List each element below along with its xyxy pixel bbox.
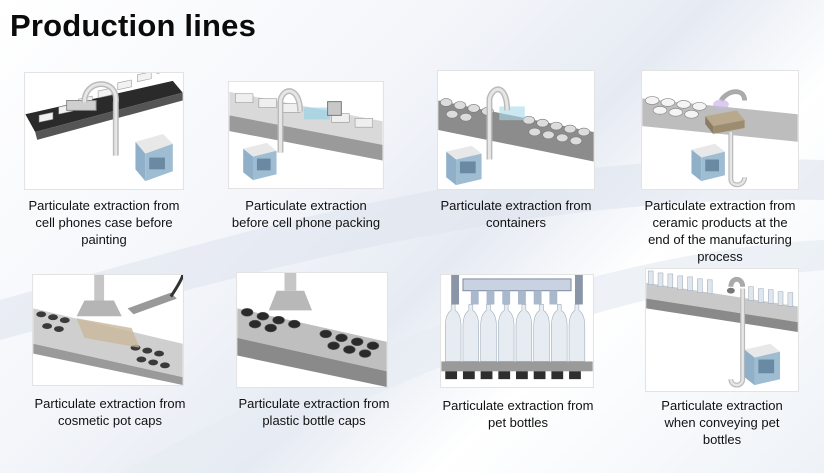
caption-cosmetic-pot-caps: Particulate extraction from cosmetic pot…: [34, 396, 186, 428]
caption-containers: Particulate extraction from containers: [440, 198, 592, 230]
thumbnail-cosmetic-pot-caps: [32, 274, 184, 386]
thumbnail-containers: [437, 70, 595, 190]
thumbnail-conveying-pet-bottles: [645, 268, 799, 392]
caption-conveying-pet-bottles: Particulate extraction when conveying pe…: [661, 398, 783, 447]
caption-plastic-bottle-caps: Particulate extraction from plastic bott…: [238, 396, 390, 428]
caption-pet-bottles: Particulate extraction from pet bottles: [442, 398, 594, 430]
caption-cell-phones-case: Particulate extraction from cell phones …: [28, 198, 180, 247]
thumbnail-pet-bottles: [440, 274, 594, 388]
page-title: Production lines: [10, 8, 257, 43]
caption-cell-phone-packing: Particulate extraction before cell phone…: [231, 198, 381, 230]
thumbnail-cell-phones-case: [24, 72, 184, 190]
thumbnail-cell-phone-packing: [228, 81, 384, 189]
thumbnail-ceramic-products: [641, 70, 799, 190]
caption-ceramic-products: Particulate extraction from ceramic prod…: [644, 198, 796, 264]
thumbnail-plastic-bottle-caps: [236, 272, 388, 388]
